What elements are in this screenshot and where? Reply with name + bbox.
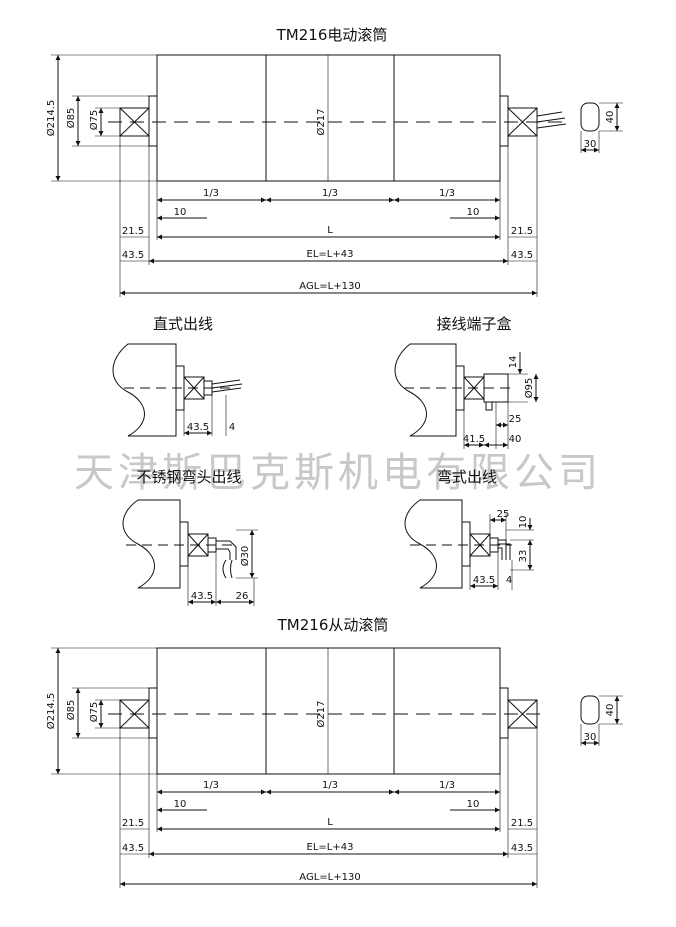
dim-21-5-left: 21.5 [122,818,144,829]
drive-drum-view: TM216电动滚筒 Ø214.5 Ø85 Ø75 Ø217 [45,26,623,297]
dim-shaft-height: 40 [605,704,616,717]
dim-third-2: 1/3 [322,780,338,791]
dim-43-5-right: 43.5 [511,250,533,261]
right-end-cap [499,95,509,147]
terminal-dim-a: 41.5 [463,434,485,445]
dim-10-left: 10 [174,799,187,810]
dim-21-5-left: 21.5 [122,226,144,237]
dim-L: L [327,225,333,236]
terminal-dim-25: 25 [509,414,522,425]
bend-dim-25: 25 [497,509,510,520]
watermark: 天津斯巴克斯机电有限公司 [74,450,602,496]
dim-shaft-width: 30 [584,732,597,743]
straight-dim-b: 4 [229,422,235,433]
dim-third-2: 1/3 [322,188,338,199]
variant-straight-outlet: 直式出线 43.5 4 [112,315,243,437]
dim-10-right: 10 [467,207,480,218]
dim-43-5-left: 43.5 [122,250,144,261]
variant-straight-title: 直式出线 [153,315,213,333]
ss-dim-30: Ø30 [239,546,251,567]
dim-third-1: 1/3 [203,188,219,199]
variant-bend-title: 弯式出线 [437,468,497,486]
dim-43-5-left: 43.5 [122,843,144,854]
idler-title: TM216从动滚筒 [277,616,389,634]
dim-EL: EL=L+43 [307,842,354,853]
dim-21-5-right: 21.5 [511,226,533,237]
dim-shaft-width: 30 [584,139,597,150]
bend-dim-33: 33 [518,550,529,563]
power-cable [536,111,567,129]
dim-third-1: 1/3 [203,780,219,791]
ss-dim-26: 26 [236,591,249,602]
bend-dim-a: 43.5 [473,575,495,586]
terminal-dim-40: 40 [509,434,522,445]
variant-bend-outlet: 弯式出线 25 10 33 43.5 4 [404,468,534,590]
dim-drum-diameter: Ø214.5 [45,100,57,137]
drive-title: TM216电动滚筒 [276,26,388,44]
variant-terminal-title: 接线端子盒 [436,315,511,333]
dim-AGL: AGL=L+130 [299,281,360,292]
dim-10-right: 10 [467,799,480,810]
drum-shell [156,54,501,182]
ss-dim-a: 43.5 [191,591,213,602]
dim-L: L [327,817,333,828]
dim-third-3: 1/3 [439,780,455,791]
terminal-dim-14: 14 [508,356,519,369]
drum-break-section [112,343,177,437]
left-end-cap [148,687,158,739]
variant-terminal-box: 接线端子盒 14 Ø95 25 41.5 40 [394,315,539,449]
terminal-dim-95: Ø95 [523,378,535,399]
dim-10-left: 10 [174,207,187,218]
dim-shaft-diameter: Ø75 [88,110,100,131]
idler-drum-view: TM216从动滚筒 Ø214.5 Ø85 Ø75 Ø217 40 30 [45,616,623,888]
shaft-end-section [580,695,600,725]
dim-shaft-diameter: Ø75 [88,702,100,723]
bend-dim-b: 4 [506,575,512,586]
bend-dim-10: 10 [518,516,529,529]
dim-21-5-right: 21.5 [511,818,533,829]
drum-shell [156,647,501,775]
variant-stainless-bend-outlet: 不锈钢弯头出线 Ø30 43.5 26 [122,468,258,606]
dim-drum-diameter: Ø214.5 [45,693,57,730]
right-end-cap [499,687,509,739]
dim-body-diameter: Ø217 [315,109,327,136]
dim-AGL: AGL=L+130 [299,872,360,883]
dim-body-diameter: Ø217 [315,701,327,728]
left-end-cap [148,95,158,147]
straight-dim-a: 43.5 [187,422,209,433]
variant-ss-title: 不锈钢弯头出线 [136,468,241,486]
dim-cap-diameter: Ø85 [65,108,77,129]
dim-EL: EL=L+43 [307,249,354,260]
shaft-end-section [580,102,600,132]
dim-third-3: 1/3 [439,188,455,199]
dim-43-5-right: 43.5 [511,843,533,854]
dim-shaft-height: 40 [605,111,616,124]
dim-cap-diameter: Ø85 [65,700,77,721]
